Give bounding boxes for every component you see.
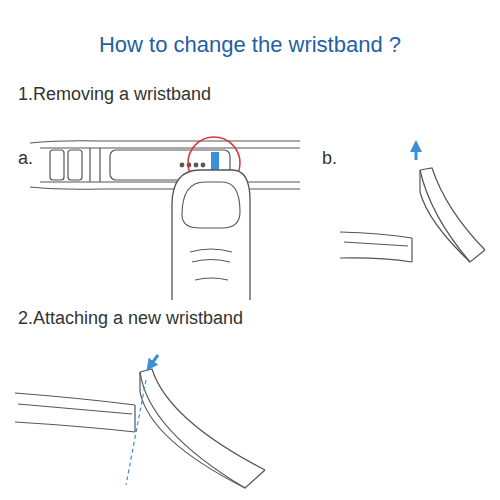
finger	[172, 170, 250, 300]
band-with-tracker	[30, 141, 300, 190]
step-heading: 1.Removing a wristband	[18, 84, 211, 105]
new-band	[15, 369, 265, 488]
separated-band	[340, 168, 485, 262]
sub-step-letter: b.	[322, 148, 337, 169]
direction-arrow	[150, 355, 158, 366]
direction-arrow	[415, 146, 418, 160]
sub-step-letter: a.	[18, 148, 33, 169]
step-heading: 2.Attaching a new wristband	[18, 308, 243, 329]
alignment-line	[126, 380, 146, 485]
title: How to change the wristband ?	[99, 32, 401, 58]
